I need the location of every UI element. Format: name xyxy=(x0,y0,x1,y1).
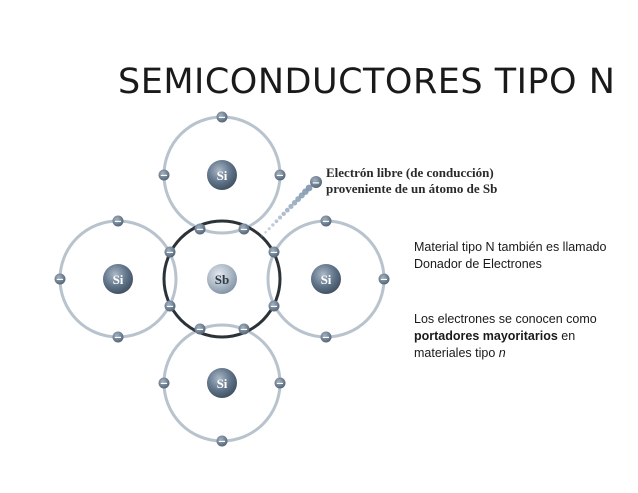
trail-dot-1 xyxy=(260,234,264,238)
free-electron-sign: − xyxy=(312,178,320,189)
trail-dot-7 xyxy=(281,211,286,217)
electron-7: − xyxy=(54,273,66,286)
svg-text:−: − xyxy=(56,275,64,286)
trail-dot-6 xyxy=(278,215,283,220)
atom-label-top: Si xyxy=(217,168,228,183)
callout-line-2: proveniente de un átomo de Sb xyxy=(326,181,497,196)
nucleus-left: Si xyxy=(103,264,133,294)
nucleus-top: Si xyxy=(207,160,237,190)
svg-text:−: − xyxy=(114,217,122,228)
para2-bold-term: portadores mayoritarios xyxy=(414,329,558,343)
para2-text-pre: Los electrones se conocen como xyxy=(414,312,597,326)
atom-label-left: Si xyxy=(113,272,124,287)
nucleus-bottom: Si xyxy=(207,368,237,398)
trail-dot-9 xyxy=(288,203,294,210)
electron-4: − xyxy=(194,223,206,236)
svg-text:−: − xyxy=(270,302,278,313)
nucleus-right: Si xyxy=(311,264,341,294)
trail-dot-2 xyxy=(264,230,267,234)
electron-12: − xyxy=(378,273,390,286)
trail-dot-10 xyxy=(291,200,298,206)
svg-text:−: − xyxy=(196,325,204,336)
trail-dot-14 xyxy=(305,184,313,192)
svg-text:−: − xyxy=(276,171,284,182)
electron-2: − xyxy=(158,169,170,182)
svg-text:−: − xyxy=(322,333,330,344)
electron-20: − xyxy=(238,323,250,336)
svg-text:−: − xyxy=(160,171,168,182)
svg-text:−: − xyxy=(160,379,168,390)
callout-line-1: Electrón libre (de conducción) xyxy=(326,165,494,180)
svg-text:−: − xyxy=(240,225,248,236)
electron-8: − xyxy=(112,331,124,344)
electron-13: − xyxy=(320,331,332,344)
electron-1: − xyxy=(216,111,228,124)
electron-15: − xyxy=(268,300,280,313)
para2-italic-term: n xyxy=(498,346,506,360)
orbit-center xyxy=(162,219,282,339)
electron-19: − xyxy=(194,323,206,336)
electron-14: − xyxy=(268,246,280,259)
slide-title: SEMICONDUCTORES TIPO N xyxy=(118,62,616,102)
svg-text:−: − xyxy=(380,275,388,286)
trail-dot-4 xyxy=(271,223,275,227)
electron-3: − xyxy=(274,169,286,182)
atom-label-right: Si xyxy=(321,272,332,287)
svg-text:−: − xyxy=(276,379,284,390)
electron-11: − xyxy=(320,215,332,228)
electron-9: − xyxy=(164,246,176,259)
trail-dot-5 xyxy=(274,219,279,224)
trail-dot-8 xyxy=(284,207,290,213)
nucleus-center: Sb xyxy=(207,264,237,294)
electron-16: − xyxy=(216,435,228,448)
electron-17: − xyxy=(158,377,170,390)
electron-5: − xyxy=(238,223,250,236)
electron-18: − xyxy=(274,377,286,390)
svg-text:−: − xyxy=(114,333,122,344)
electrons-group: − − − − − − − − − − − − − − − − − − − − xyxy=(54,111,390,448)
para2-text-mid: en materiales tipo xyxy=(414,329,576,360)
atom-label-bottom: Si xyxy=(217,376,228,391)
svg-text:−: − xyxy=(166,248,174,259)
svg-text:−: − xyxy=(270,248,278,259)
description-paragraph-2: Los electrones se conocen como portadore… xyxy=(414,311,614,362)
free-electron-trail xyxy=(260,184,313,238)
svg-text:−: − xyxy=(218,113,226,124)
atom-label-center: Sb xyxy=(215,272,229,287)
description-paragraph-1: Material tipo N también es llamado Donad… xyxy=(414,240,607,271)
free-electron: − xyxy=(310,176,322,189)
svg-text:−: − xyxy=(218,437,226,448)
trail-dot-3 xyxy=(267,227,271,231)
electron-10: − xyxy=(164,300,176,313)
svg-text:−: − xyxy=(196,225,204,236)
trail-dot-11 xyxy=(295,196,302,202)
svg-text:−: − xyxy=(240,325,248,336)
svg-text:−: − xyxy=(166,302,174,313)
electron-6: − xyxy=(112,215,124,228)
svg-text:−: − xyxy=(322,217,330,228)
